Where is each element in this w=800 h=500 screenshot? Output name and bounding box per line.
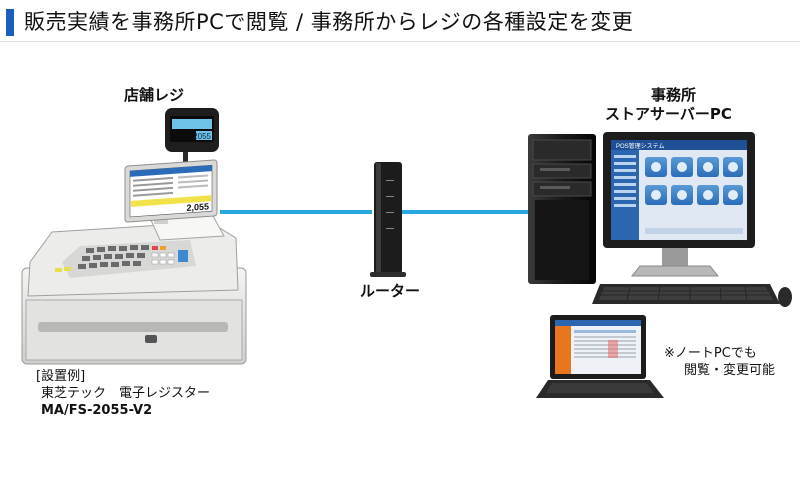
store-server-pc-label: ストアサーバーPC	[605, 105, 732, 123]
example-heading: [設置例]	[36, 369, 86, 384]
router-label: ルーター	[360, 282, 421, 300]
header-accent-bar	[6, 9, 14, 36]
laptop-illustration	[536, 315, 664, 398]
router-illustration	[370, 162, 406, 277]
header: 販売実績を事務所PCで閲覧 / 事務所からレジの各種設定を変更	[0, 0, 800, 42]
server-pc-illustration: POS管理システム	[528, 132, 792, 307]
office-label: 事務所	[651, 86, 697, 104]
cash-register-illustration: 2055	[21, 108, 247, 365]
monitor-app-title: POS管理システム	[616, 142, 665, 150]
example-model-number: MA/FS-2055-V2	[41, 403, 153, 418]
register-screen-total: 2,055	[186, 201, 209, 213]
store-register-label: 店舗レジ	[124, 86, 185, 104]
register-keypad	[55, 245, 188, 272]
connection-line-register-router	[220, 210, 372, 214]
page-title: 販売実績を事務所PCで閲覧 / 事務所からレジの各種設定を変更	[24, 10, 634, 34]
connection-line-router-server	[402, 210, 528, 214]
laptop-note-line1: ※ノートPCでも	[664, 346, 757, 361]
pole-display-total: 2055	[193, 132, 211, 141]
example-model-name: 東芝テック 電子レジスター	[41, 386, 211, 401]
laptop-note-line2: 閲覧・変更可能	[684, 363, 776, 378]
header-divider	[0, 41, 800, 42]
